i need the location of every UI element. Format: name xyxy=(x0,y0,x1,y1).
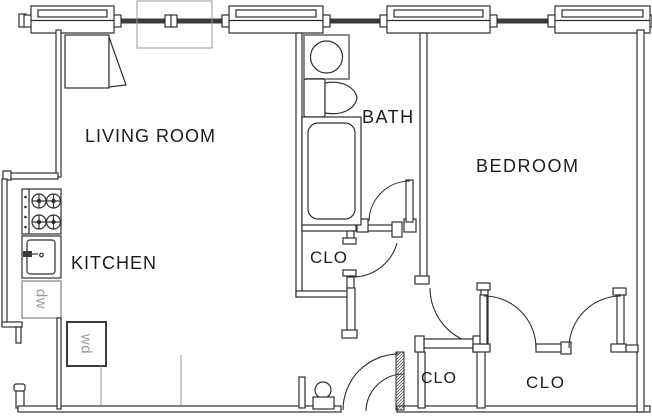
room-label-living-room: LIVING ROOM xyxy=(85,126,217,146)
pedestal-sink-icon xyxy=(312,381,335,410)
living-room-furniture xyxy=(64,34,127,89)
kitchen-partition-wall xyxy=(56,317,62,410)
bath-fixtures xyxy=(301,34,362,226)
left-exterior-wall xyxy=(1,29,62,409)
door-leaf xyxy=(616,294,625,345)
window xyxy=(547,5,652,34)
right-exterior-wall xyxy=(636,29,645,413)
entry-vestibule xyxy=(298,351,405,412)
hall-wall xyxy=(341,287,358,339)
door-jamb xyxy=(15,389,25,409)
room-label-kitchen: KITCHEN xyxy=(71,253,158,273)
room-label-closet-entry: CLO xyxy=(421,370,457,387)
room-label-bedroom: BEDROOM xyxy=(476,156,580,176)
room-label-closet-hall: CLO xyxy=(310,248,348,267)
door-swing-arc xyxy=(368,180,411,222)
door-leaf xyxy=(479,294,488,345)
door-jamb xyxy=(610,343,627,353)
toilet-icon xyxy=(303,78,358,118)
bedroom-closet xyxy=(472,287,639,409)
window xyxy=(221,5,331,34)
entry-door-leaf xyxy=(395,351,405,411)
bathtub-icon xyxy=(301,116,362,226)
room-label-bath: BATH xyxy=(362,107,415,127)
door-swing-arc xyxy=(342,353,400,411)
stub-wall xyxy=(298,376,306,409)
dishwasher-box xyxy=(21,280,62,319)
door-center-stop xyxy=(535,343,563,353)
door-jamb xyxy=(476,282,491,291)
stove-icon xyxy=(21,188,62,235)
bedroom-wall xyxy=(414,32,430,285)
appliance-label-dishwasher: dw xyxy=(32,288,50,310)
kitchen-sink-icon xyxy=(21,235,62,279)
door-swing-arc xyxy=(365,373,405,412)
bathroom-sink-icon xyxy=(303,34,350,80)
overhang-outline xyxy=(136,0,213,49)
window xyxy=(23,5,122,34)
door-swing-arc xyxy=(483,295,537,349)
door-swing-arc xyxy=(352,242,398,278)
washer-dryer-box xyxy=(66,321,107,367)
windows xyxy=(23,5,652,34)
window xyxy=(379,5,498,34)
room-label-closet-bedroom: CLO xyxy=(526,373,566,392)
door-leaf xyxy=(405,179,414,223)
door-jamb xyxy=(472,343,491,353)
appliance-label-washer-dryer: wd xyxy=(77,333,95,355)
bath-door xyxy=(301,179,417,238)
kitchen-fixtures xyxy=(21,188,182,410)
living-bath-wall xyxy=(295,32,303,298)
door-swing-arc xyxy=(568,295,622,349)
top-exterior-wall xyxy=(18,0,556,49)
